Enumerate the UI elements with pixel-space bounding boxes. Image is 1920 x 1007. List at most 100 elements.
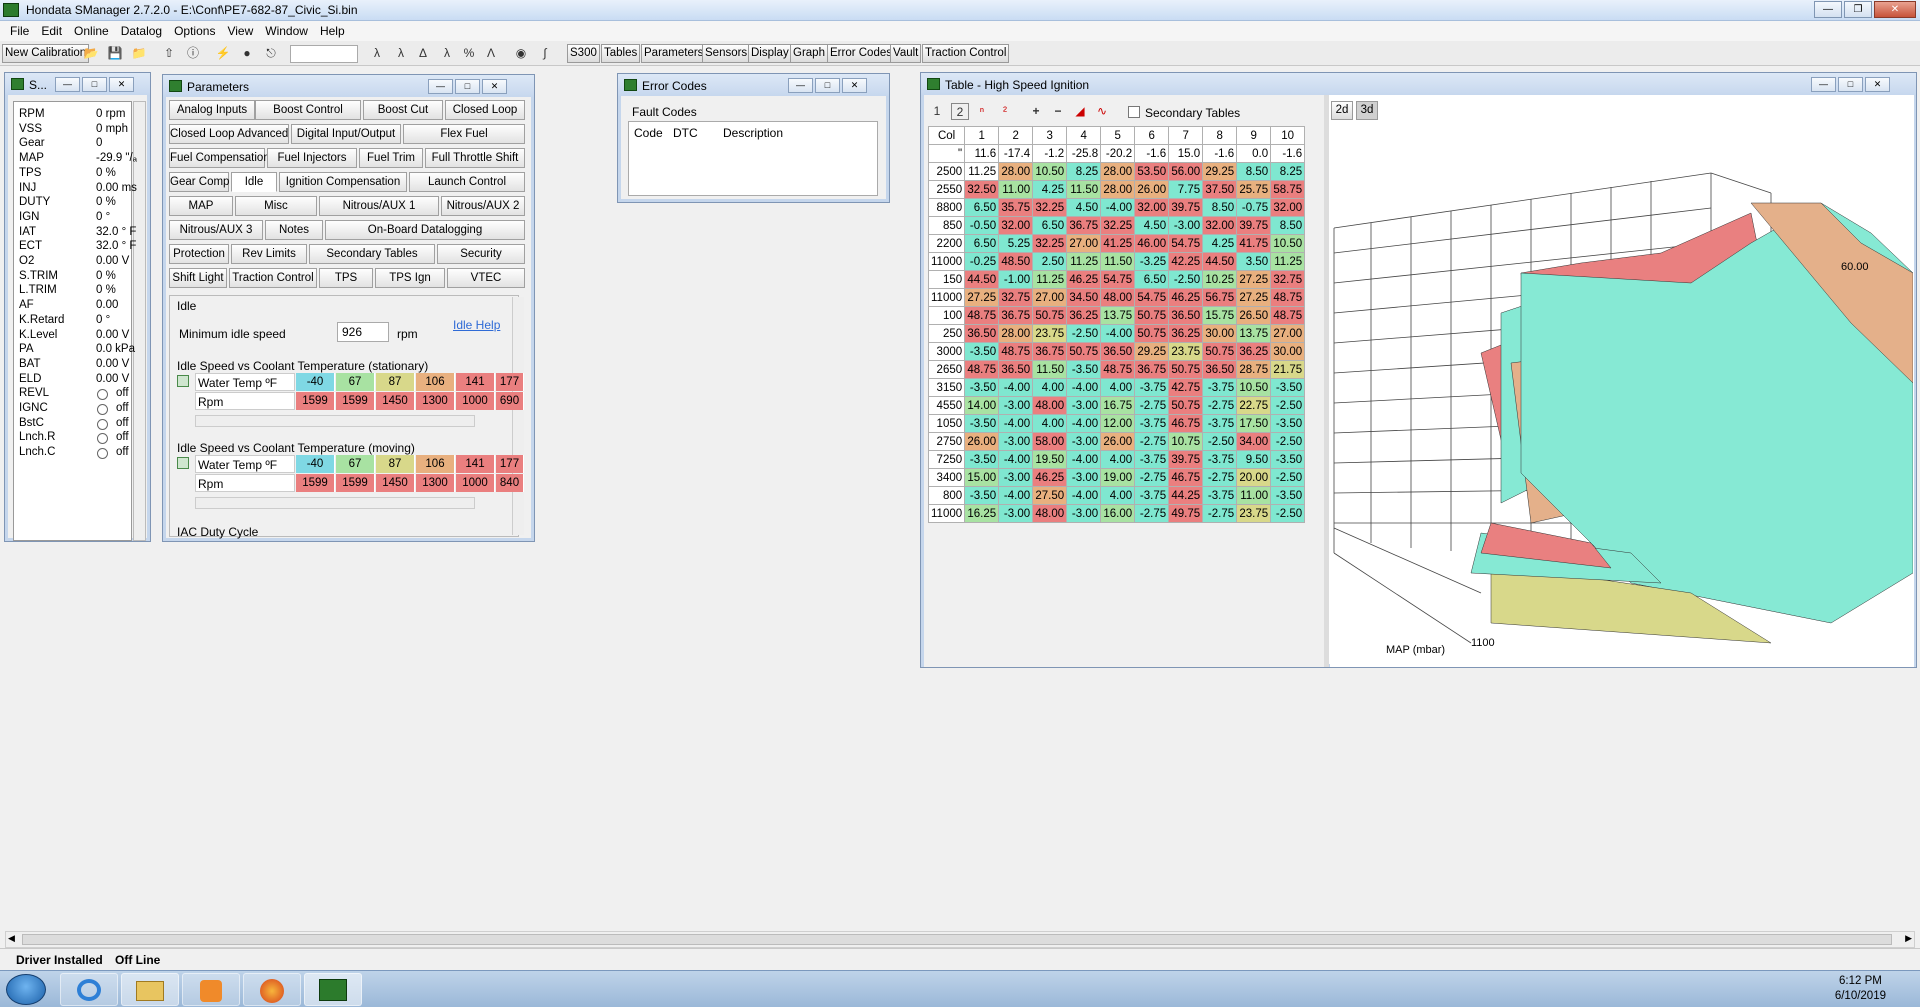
water-temp-cell[interactable]: 106: [416, 373, 455, 391]
grid-cell[interactable]: -4.00: [1066, 450, 1102, 469]
grid-cell[interactable]: 27.00: [1066, 234, 1102, 253]
param-tab[interactable]: TPS Ign: [375, 268, 445, 288]
grid-cell[interactable]: -4.00: [998, 486, 1034, 505]
lambda-delta-icon[interactable]: Δ: [418, 46, 427, 60]
grid-cell[interactable]: -3.00: [998, 396, 1034, 415]
rpm-cell[interactable]: 1300: [416, 392, 455, 410]
grid-cell[interactable]: 10.50: [1236, 378, 1272, 397]
grid-cell[interactable]: 23.75: [1236, 504, 1272, 523]
grid-cell[interactable]: 36.75: [1134, 360, 1170, 379]
scroll-left-icon[interactable]: ◀: [8, 933, 15, 943]
grid-cell[interactable]: 48.00: [1032, 396, 1068, 415]
parameters-minimize-button[interactable]: —: [428, 79, 453, 94]
grid-cell[interactable]: 29.25: [1134, 342, 1170, 361]
grid-cell[interactable]: -17.4: [998, 144, 1034, 163]
grid-cell[interactable]: -4.00: [1066, 378, 1102, 397]
menu-file[interactable]: File: [10, 24, 30, 38]
rpm-cell[interactable]: 1300: [416, 474, 455, 492]
mdi-horizontal-scrollbar[interactable]: ◀ ▶: [5, 931, 1915, 948]
param-tab[interactable]: On-Board Datalogging: [325, 220, 525, 240]
grid-cell[interactable]: -2.50: [1270, 396, 1306, 415]
grid-cell[interactable]: 56.00: [1168, 162, 1204, 181]
grid-cell[interactable]: 13.75: [1100, 306, 1136, 325]
row-header[interactable]: 7250: [927, 450, 966, 469]
grid-cell[interactable]: 4.50: [1134, 216, 1170, 235]
param-tab[interactable]: Notes: [265, 220, 323, 240]
param-tab[interactable]: Nitrous/AUX 2: [441, 196, 525, 216]
smooth-icon[interactable]: ∿: [1096, 104, 1108, 118]
lambda-box-icon[interactable]: Λ: [486, 46, 495, 60]
grid-cell[interactable]: -3.75: [1202, 414, 1238, 433]
row-header[interactable]: 2200: [927, 234, 966, 253]
grid-cell[interactable]: 10.25: [1202, 270, 1238, 289]
grid-cell[interactable]: 4.50: [1066, 198, 1102, 217]
grid-cell[interactable]: -2.50: [1168, 270, 1204, 289]
grid-cell[interactable]: 39.75: [1168, 450, 1204, 469]
row-header[interactable]: ": [927, 144, 966, 163]
toolbar-display-button[interactable]: Display: [748, 44, 792, 63]
grid-cell[interactable]: 8.25: [1270, 162, 1306, 181]
grid-cell[interactable]: 26.50: [1236, 306, 1272, 325]
water-temp-cell[interactable]: 87: [376, 373, 415, 391]
grid-cell[interactable]: 32.75: [998, 288, 1034, 307]
menu-view[interactable]: View: [227, 24, 254, 38]
grid-cell[interactable]: 46.25: [1168, 288, 1204, 307]
error-codes-minimize-button[interactable]: —: [788, 78, 813, 93]
grid-cell[interactable]: -3.00: [1066, 504, 1102, 523]
grid-cell[interactable]: 16.00: [1100, 504, 1136, 523]
col-header[interactable]: 2: [998, 126, 1034, 145]
grid-cell[interactable]: 6.50: [964, 198, 1000, 217]
row-header[interactable]: 3400: [927, 468, 966, 487]
grid-cell[interactable]: 19.50: [1032, 450, 1068, 469]
water-temp-cell[interactable]: 141: [456, 373, 495, 391]
param-tab[interactable]: TPS: [319, 268, 373, 288]
grid-cell[interactable]: -4.00: [1066, 414, 1102, 433]
rpm-cell[interactable]: 690: [496, 392, 524, 410]
water-temp-cell[interactable]: 177: [496, 455, 524, 473]
grid-cell[interactable]: 32.25: [1100, 216, 1136, 235]
row-header[interactable]: 2650: [927, 360, 966, 379]
rpm-cell[interactable]: 1599: [336, 474, 375, 492]
grid-cell[interactable]: 32.50: [964, 180, 1000, 199]
grid-cell[interactable]: -3.50: [1270, 414, 1306, 433]
fuel-icon[interactable]: λ: [374, 46, 380, 60]
grid-cell[interactable]: 21.75: [1270, 360, 1306, 379]
grid-cell[interactable]: 28.75: [1236, 360, 1272, 379]
grid-cell[interactable]: 11.25: [1032, 270, 1068, 289]
error-codes-maximize-button[interactable]: □: [815, 78, 840, 93]
grid-cell[interactable]: -3.00: [998, 432, 1034, 451]
grid-cell[interactable]: 8.50: [1202, 198, 1238, 217]
lambda-small-icon[interactable]: λ: [444, 46, 450, 60]
grid-cell[interactable]: 53.50: [1134, 162, 1170, 181]
grid-cell[interactable]: -3.00: [998, 468, 1034, 487]
param-tab[interactable]: Boost Control: [255, 100, 361, 120]
ignition-minimize-button[interactable]: —: [1811, 77, 1836, 92]
grid-cell[interactable]: -3.75: [1202, 378, 1238, 397]
param-tab[interactable]: Analog Inputs: [169, 100, 255, 120]
grid-cell[interactable]: 11.50: [1066, 180, 1102, 199]
grid-cell[interactable]: 32.75: [1270, 270, 1306, 289]
param-tab[interactable]: Digital Input/Output: [291, 124, 401, 144]
upload-icon[interactable]: ⇧: [163, 46, 175, 60]
param-tab[interactable]: Fuel Injectors: [267, 148, 357, 168]
scroll-thumb[interactable]: [22, 934, 1892, 945]
grid-cell[interactable]: 19.00: [1100, 468, 1136, 487]
water-temp-cell[interactable]: -40: [296, 373, 335, 391]
compare-2-icon[interactable]: ²: [1003, 104, 1007, 118]
row-header[interactable]: 150: [927, 270, 966, 289]
grid-cell[interactable]: 36.25: [1066, 306, 1102, 325]
grid-cell[interactable]: 28.00: [1100, 180, 1136, 199]
grid-cell[interactable]: -3.75: [1134, 450, 1170, 469]
param-tab[interactable]: Boost Cut: [363, 100, 443, 120]
col-header[interactable]: 10: [1270, 126, 1306, 145]
water-temp-cell[interactable]: 141: [456, 455, 495, 473]
grid-cell[interactable]: -3.00: [1168, 216, 1204, 235]
col-header[interactable]: 8: [1202, 126, 1238, 145]
grid-cell[interactable]: -2.75: [1202, 468, 1238, 487]
grid-cell[interactable]: -1.6: [1202, 144, 1238, 163]
grid-icon[interactable]: [177, 457, 189, 469]
grid-cell[interactable]: 4.25: [1032, 180, 1068, 199]
sensor-list-scrollbar[interactable]: [133, 101, 146, 541]
grid-cell[interactable]: 36.50: [964, 324, 1000, 343]
row-header[interactable]: 100: [927, 306, 966, 325]
